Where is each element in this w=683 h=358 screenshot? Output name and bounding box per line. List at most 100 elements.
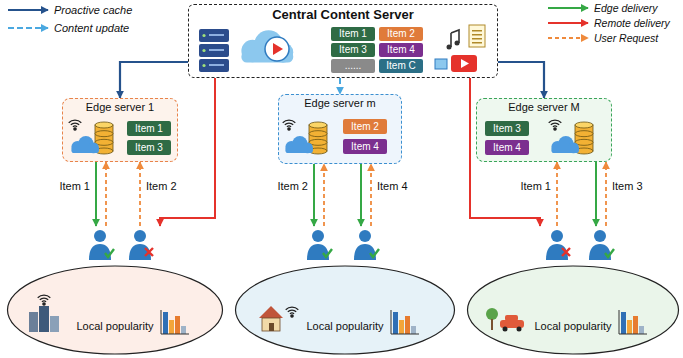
user-icon: [307, 230, 332, 260]
icon-shape: [391, 310, 419, 334]
wifi-icon: [286, 307, 299, 317]
icon-shape: [288, 310, 296, 312]
icon-shape: [199, 29, 229, 42]
icon-shape: [461, 59, 469, 68]
connector: [105, 162, 107, 226]
region-label: Local popularity: [306, 320, 383, 333]
content-item: Item 4: [379, 43, 423, 57]
box-title: Edge server 1: [86, 101, 154, 114]
connector: [120, 62, 188, 98]
icon-shape: [202, 64, 205, 67]
user-icon: [354, 230, 379, 260]
request-label: Item 2: [276, 180, 309, 192]
icon-shape: [181, 326, 186, 334]
icon-shape: [503, 327, 508, 332]
content-item: Item 3: [127, 140, 171, 155]
icon-shape: [549, 120, 562, 123]
connector: [313, 164, 315, 226]
request-label: Item 3: [611, 180, 644, 192]
cross-mark: [145, 248, 153, 256]
content-item: Item 4: [343, 139, 387, 154]
icon-shape: [472, 34, 482, 36]
icon-shape: [209, 34, 224, 36]
cloud-icon: [551, 136, 579, 153]
popularity-bars: [391, 310, 419, 334]
edge-server-box: Edge server mItem 2Item 4: [278, 94, 402, 164]
icon-shape: [285, 123, 293, 125]
icon-shape: [290, 312, 294, 314]
connector: [595, 162, 597, 226]
media-icons: [265, 25, 485, 72]
icon-shape: [500, 320, 524, 328]
cloud-icon: [285, 136, 313, 153]
legend-label: Proactive cache: [54, 4, 132, 16]
user-icon: [129, 230, 153, 260]
icon-shape: [447, 45, 452, 50]
icon-shape: [551, 230, 563, 242]
user-region: Local popularity: [466, 226, 680, 356]
icon-shape: [472, 30, 482, 32]
icon-shape: [259, 306, 283, 318]
check-mark: [105, 249, 114, 257]
icon-shape: [94, 230, 106, 242]
item-label: Item 2: [387, 29, 415, 39]
item-label: Item 3: [493, 124, 521, 134]
connector: [139, 162, 141, 226]
connector: [360, 164, 362, 226]
request-label: Item 1: [519, 180, 552, 192]
icon-shape: [288, 128, 290, 130]
icon-shape: [639, 326, 644, 334]
icon-shape: [74, 128, 76, 130]
icon-shape: [393, 312, 398, 334]
icon-shape: [209, 64, 224, 66]
connector: [95, 162, 97, 226]
icon-shape: [435, 59, 447, 69]
icon-shape: [285, 147, 313, 153]
popularity-bars: [619, 310, 647, 334]
icon-shape: [95, 122, 113, 128]
connector: [498, 62, 544, 98]
item-label: Item 4: [493, 143, 521, 153]
connector: [323, 164, 325, 226]
icon-shape: [265, 37, 289, 61]
icon-shape: [95, 131, 113, 137]
wifi-icon: [283, 120, 296, 130]
item-label: Item 3: [339, 45, 367, 55]
request-label: Item 1: [58, 180, 91, 192]
icon-shape: [455, 41, 460, 46]
icon-shape: [551, 147, 579, 153]
icon-shape: [43, 303, 45, 305]
icon-shape: [554, 128, 556, 130]
icon-shape: [411, 326, 416, 334]
legend-sample: [8, 9, 48, 11]
icon-shape: [199, 59, 229, 72]
box-title: Edge server M: [508, 101, 580, 114]
icon-shape: [169, 320, 174, 334]
content-item: Item 2: [343, 119, 387, 134]
content-item: Item 1: [331, 27, 375, 41]
house-icon: [259, 306, 298, 331]
city-icon: [29, 295, 59, 332]
icon-shape: [273, 43, 283, 55]
icon-shape: [71, 123, 79, 125]
user-icon: [89, 230, 114, 260]
icon-shape: [594, 230, 606, 242]
item-label: ......: [345, 61, 362, 71]
icon-shape: [71, 147, 99, 153]
icon-shape: [359, 230, 371, 242]
user-region: Local popularity: [6, 226, 224, 356]
icon-shape: [505, 315, 518, 321]
icon-shape: [486, 308, 498, 320]
content-item: Item C: [379, 59, 423, 73]
content-item: Item 2: [379, 27, 423, 41]
icon-shape: [236, 266, 455, 354]
box-title: Central Content Server: [272, 7, 414, 23]
legend-label: Content update: [54, 22, 129, 34]
icon-shape: [40, 298, 48, 300]
icon-shape: [39, 306, 49, 332]
icon-shape: [517, 327, 522, 332]
icon-shape: [262, 318, 280, 331]
user-region: Local popularity: [234, 226, 456, 356]
item-label: Item 1: [135, 124, 163, 134]
